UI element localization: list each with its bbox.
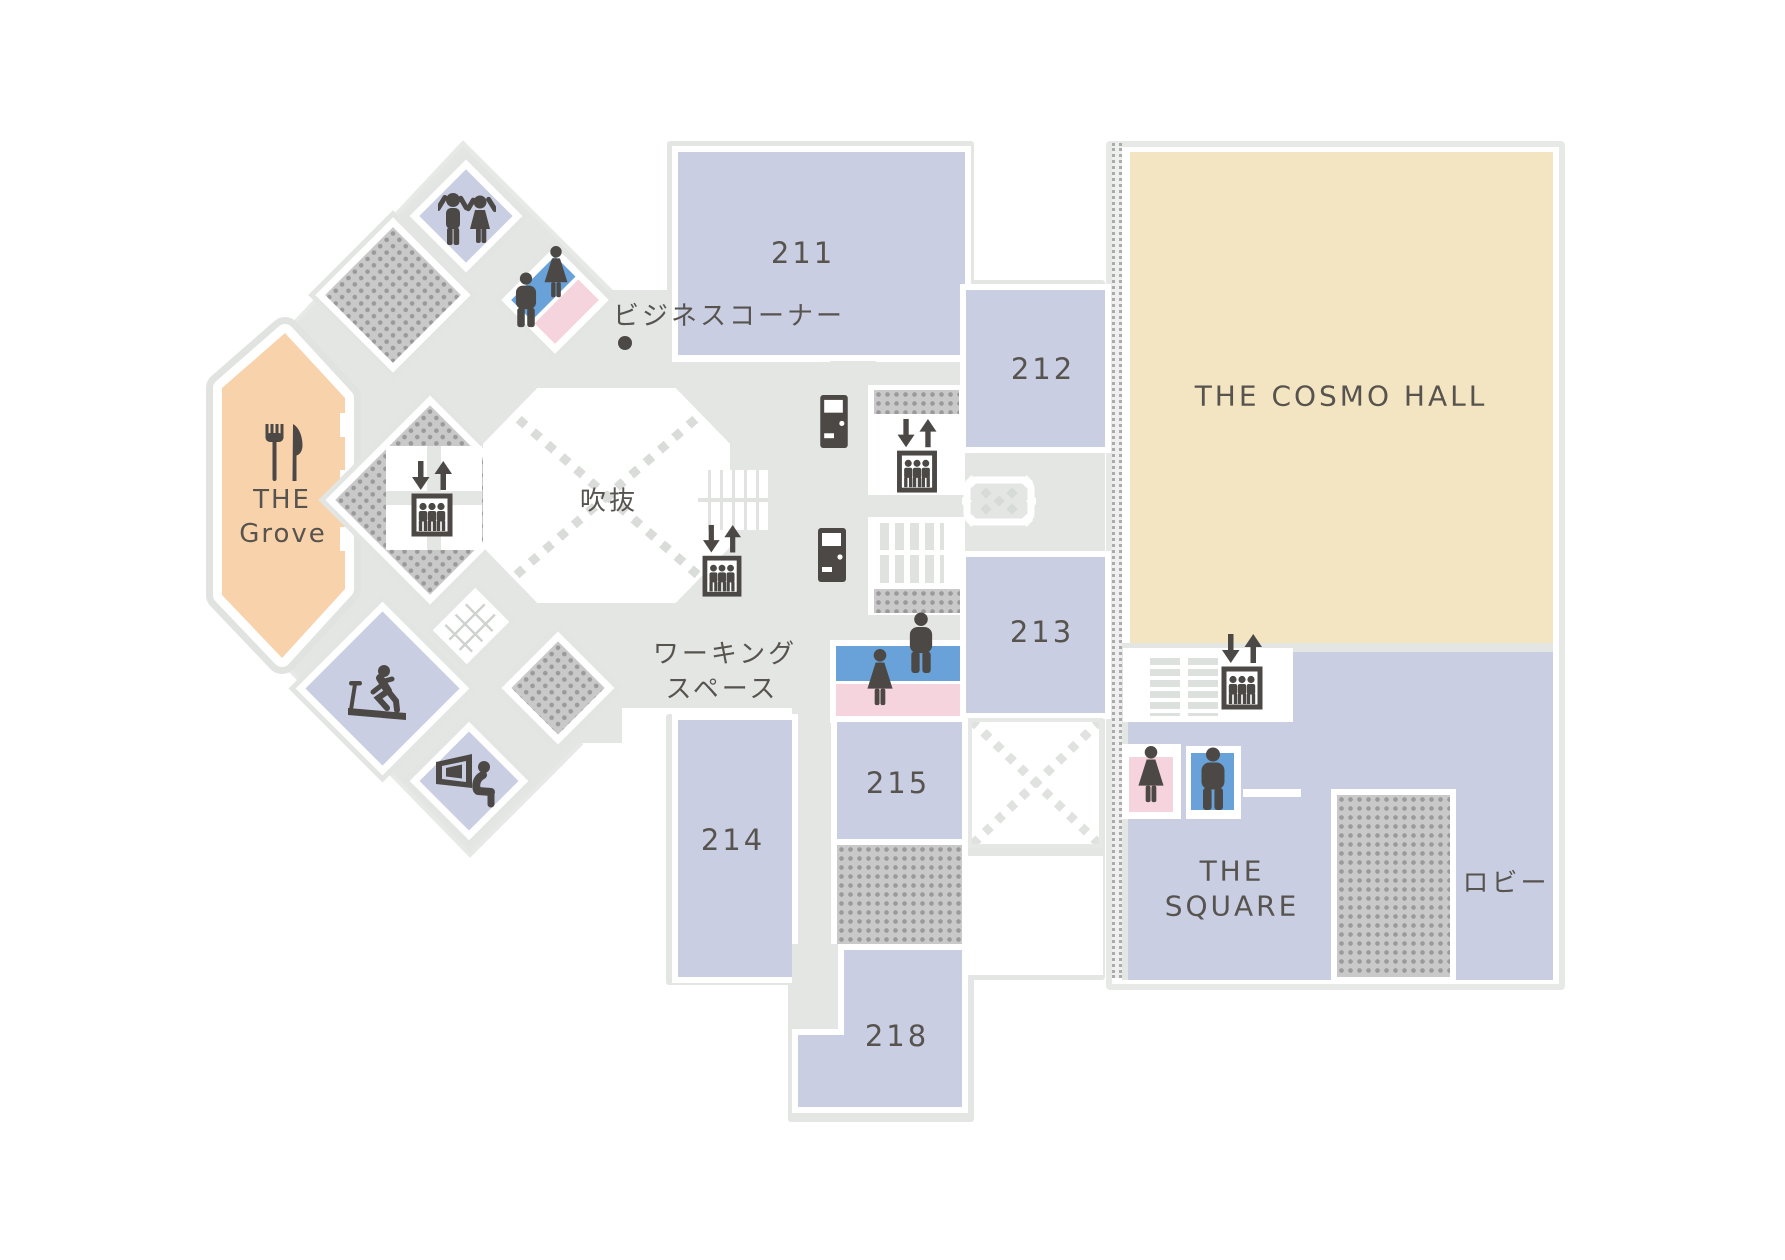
working-space-label-line2: スペース xyxy=(665,674,779,705)
room-213-label: 213 xyxy=(1009,615,1075,649)
square-stairs-icon xyxy=(1150,658,1218,716)
mid-stairs-icon xyxy=(874,523,944,583)
room-218-label: 218 xyxy=(864,1019,930,1053)
grove-restaurant-area xyxy=(206,317,361,674)
stairs-center-rail xyxy=(874,550,944,555)
womens-restroom-fill xyxy=(1129,757,1173,812)
empty-room xyxy=(968,856,1103,975)
mid-mens-restroom-fill xyxy=(836,646,963,681)
wing-elevator-room xyxy=(386,446,482,550)
grove-label-line1: THE xyxy=(253,485,311,515)
mid-womens-restroom-fill xyxy=(836,684,963,717)
cosmo-hall-label: THE COSMO HALL xyxy=(1194,379,1488,413)
mens-restroom-fill xyxy=(1191,753,1234,810)
room-215-label: 215 xyxy=(865,766,931,800)
business-corner-marker xyxy=(618,336,632,350)
square-label-line2: SQUARE xyxy=(1164,889,1300,923)
room215-dotted-zone xyxy=(837,845,962,944)
atrium-label: 吹抜 xyxy=(579,486,639,517)
room-212 xyxy=(966,290,1105,447)
working-space-label-line1: ワーキング xyxy=(652,639,798,670)
room-212-label: 212 xyxy=(1010,352,1076,386)
wall-segment xyxy=(876,353,966,362)
stairs-center-rail xyxy=(1180,658,1188,716)
expansion-joint-dotted-line xyxy=(1112,143,1122,978)
wall-segment xyxy=(1243,789,1301,797)
void-room-crossed xyxy=(968,718,1103,848)
stair-rail xyxy=(698,498,768,502)
lobby-label: ロビー xyxy=(1462,868,1550,899)
elevator-room-divider xyxy=(386,491,482,505)
business-corner-label: ビジネスコーナー xyxy=(613,301,846,332)
cosmo-hall-area xyxy=(1130,152,1553,643)
mid-dotted-strip-north xyxy=(874,390,959,414)
room-211-label: 211 xyxy=(770,236,836,270)
wall-segment xyxy=(672,353,830,362)
room-215 xyxy=(837,722,962,840)
square-label-line1: THE xyxy=(1199,854,1265,888)
room-213 xyxy=(966,557,1105,713)
mid-dotted-strip-south xyxy=(874,589,962,613)
room-214 xyxy=(678,720,792,977)
atrium-curved-stairs-icon xyxy=(676,470,768,530)
grove-label-line2: Grove xyxy=(239,519,327,549)
room-214-label: 214 xyxy=(700,823,766,857)
room-211 xyxy=(678,152,965,355)
lobby-dotted-zone xyxy=(1337,795,1450,977)
room218-corridor-notch xyxy=(792,944,844,1035)
